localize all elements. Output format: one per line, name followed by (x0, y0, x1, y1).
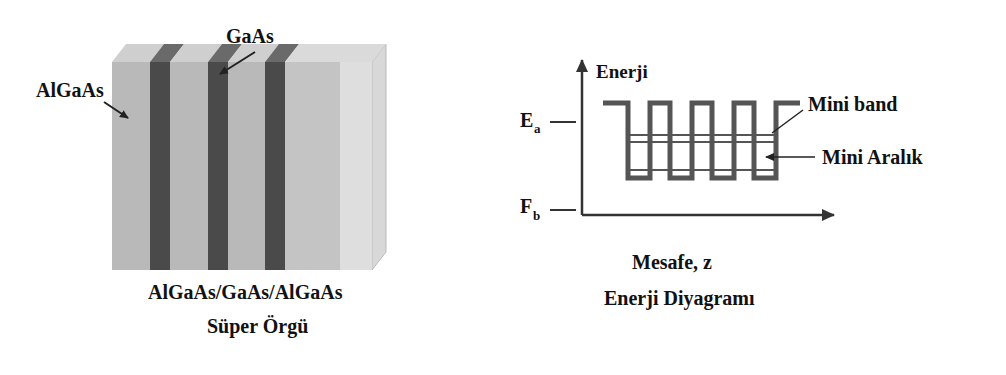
energy-symbol: E (520, 110, 533, 130)
structure-caption: Süper Örgü (207, 316, 308, 336)
diagram-caption: Enerji Diyagramı (604, 288, 755, 308)
energy-subscript: b (533, 209, 540, 222)
leader-line (772, 110, 803, 133)
energy-subscript: a (534, 122, 541, 135)
pointer-arrow (220, 52, 255, 74)
lower-band (628, 169, 776, 171)
axis-label: Mesafe, z (632, 252, 712, 272)
axis-label: Enerji (596, 62, 648, 81)
pointer-arrow (104, 102, 128, 118)
distance-axis (582, 214, 834, 217)
energy-axis (581, 60, 584, 215)
level-tick (550, 209, 576, 211)
band-label: Mini band (808, 94, 897, 114)
layer-label: GaAs (226, 26, 274, 46)
level-tick (550, 121, 576, 123)
energy-symbol: F (520, 196, 532, 216)
mini-band (628, 135, 776, 142)
structure-caption: AlGaAs/GaAs/AlGaAs (148, 282, 342, 302)
leader-arrow (766, 156, 815, 158)
band-profile (603, 103, 800, 178)
layer-label: AlGaAs (36, 80, 104, 100)
band-label: Mini Aralık (822, 147, 923, 167)
layer-block (112, 44, 386, 270)
